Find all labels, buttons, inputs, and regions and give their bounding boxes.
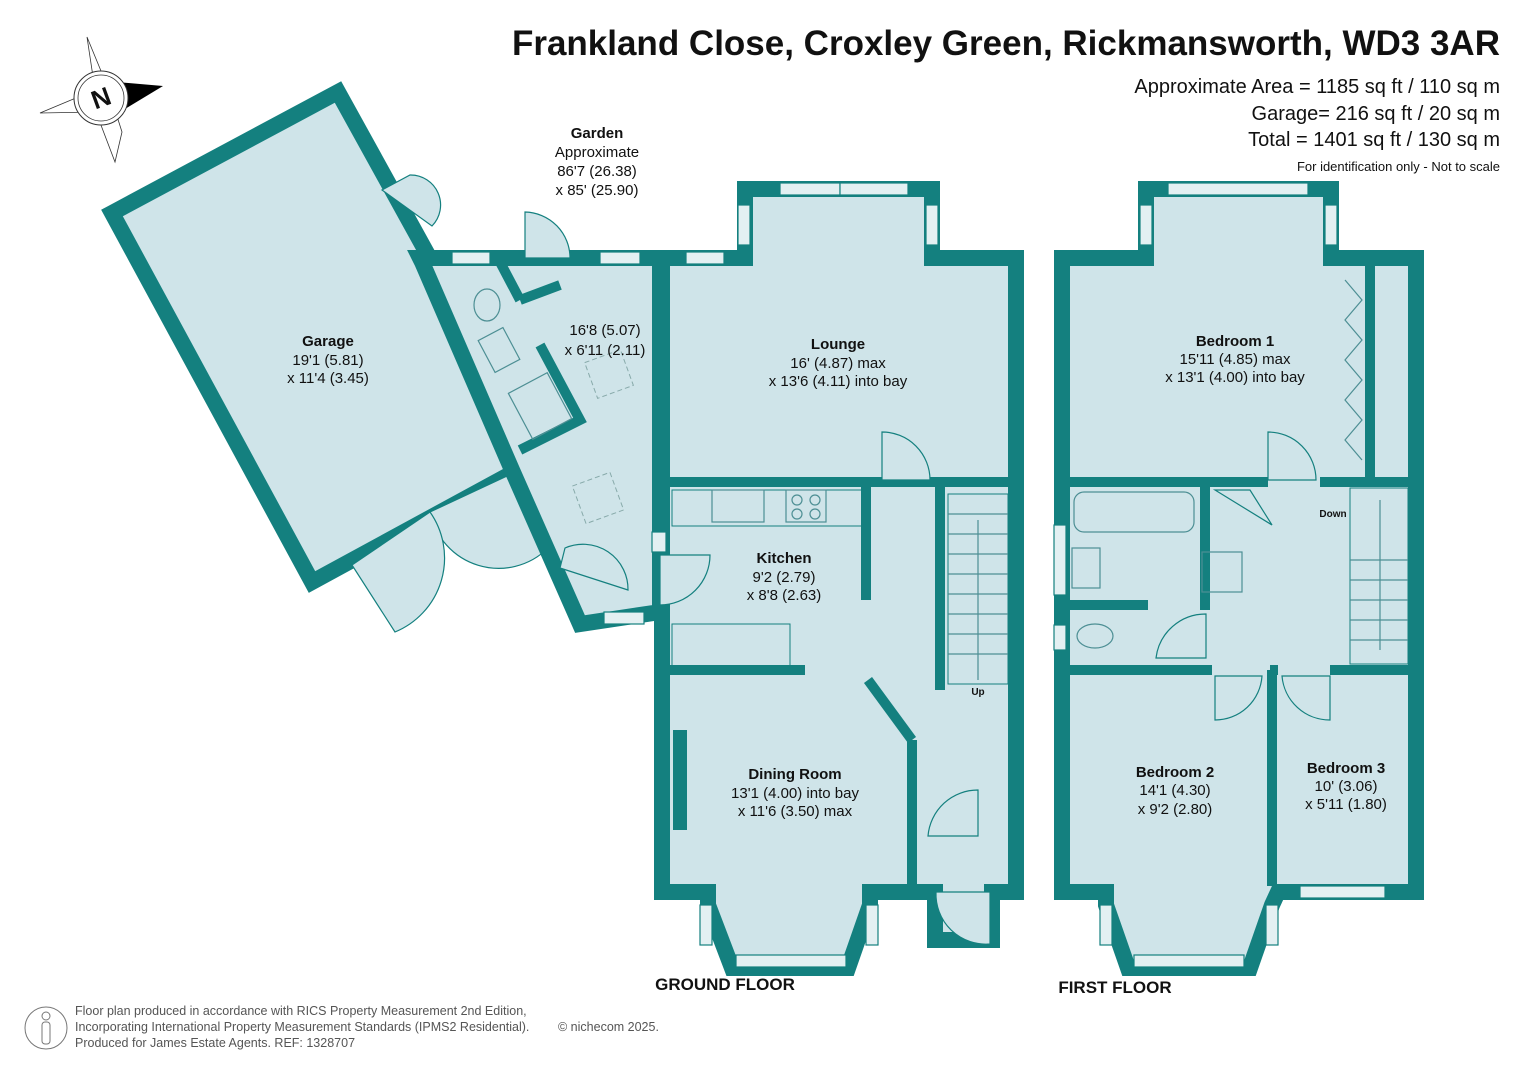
garage-dim2: x 11'4 (3.45) — [287, 370, 369, 387]
skylight-icon — [571, 471, 625, 525]
utility-dim1: 16'8 (5.07) — [569, 322, 640, 339]
bedroom1-dim2: x 13'1 (4.00) into bay — [1165, 369, 1305, 386]
footer-line-3: Produced for James Estate Agents. REF: 1… — [75, 1036, 355, 1050]
bedroom2-door — [1214, 675, 1263, 721]
garage-dim1: 19'1 (5.81) — [292, 352, 363, 369]
ground-floor-label: GROUND FLOOR — [655, 975, 795, 994]
ipms-person-icon — [24, 1006, 68, 1050]
bedroom2-dim1: 14'1 (4.30) — [1139, 782, 1210, 799]
kitchen-dim1: 9'2 (2.79) — [753, 569, 816, 586]
total-area: Total = 1401 sq ft / 130 sq m — [1248, 129, 1500, 151]
garage-label: Garage — [302, 333, 354, 350]
first-floor-label: FIRST FLOOR — [1058, 978, 1171, 997]
bedroom1-door — [1267, 431, 1317, 481]
footer-line-2: Incorporating International Property Mea… — [75, 1020, 529, 1034]
staircase-ground — [947, 493, 1009, 685]
garden-approx: Approximate — [555, 144, 639, 161]
lounge-label: Lounge — [811, 336, 865, 353]
stairs-down-label: Down — [1319, 509, 1346, 520]
bath-icon — [1073, 491, 1195, 533]
porch-door — [927, 789, 979, 837]
bedroom3-label: Bedroom 3 — [1307, 760, 1385, 777]
bedroom2-dim2: x 9'2 (2.80) — [1138, 801, 1213, 818]
hob-icon — [785, 489, 827, 523]
basin-icon — [1071, 547, 1101, 589]
compass-icon: N — [39, 36, 163, 164]
garden-dim1: 86'7 (26.38) — [557, 163, 637, 180]
ground-floor-plan — [101, 81, 1024, 976]
toilet-icon — [473, 288, 501, 322]
dining-dim1: 13'1 (4.00) into bay — [731, 785, 859, 802]
garden-dim2: x 85' (25.90) — [556, 182, 639, 199]
shower-icon — [507, 371, 573, 441]
footer-copyright: © nichecom 2025. — [558, 1020, 659, 1034]
lounge-dim2: x 13'6 (4.11) into bay — [769, 373, 908, 390]
staircase-first — [1349, 487, 1409, 665]
bedroom3-dim2: x 5'11 (1.80) — [1305, 796, 1387, 813]
main-house-first — [1054, 181, 1424, 976]
lounge-door — [881, 431, 931, 481]
approximate-area: Approximate Area = 1185 sq ft / 110 sq m — [1134, 76, 1500, 98]
stairs-up-label: Up — [971, 687, 984, 698]
garage-area: Garage= 216 sq ft / 20 sq m — [1252, 103, 1500, 125]
lounge-dim1: 16' (4.87) max — [790, 355, 886, 372]
kitchen-dim2: x 8'8 (2.63) — [747, 587, 822, 604]
scale-note: For identification only - Not to scale — [1297, 159, 1500, 174]
garage-rear-door — [380, 174, 442, 227]
bedroom1-label: Bedroom 1 — [1196, 333, 1274, 350]
utility-dim2: x 6'11 (2.11) — [565, 342, 646, 359]
footer-line-1: Floor plan produced in accordance with R… — [75, 1004, 527, 1018]
toilet-icon — [1076, 623, 1114, 649]
skylight-icon — [584, 349, 634, 399]
basin-icon — [477, 326, 521, 374]
bedroom3-door — [1281, 675, 1331, 721]
shower-icon — [1201, 551, 1243, 593]
utility-rear-door — [524, 211, 571, 259]
bedroom3-dim1: 10' (3.06) — [1315, 778, 1378, 795]
first-floor-plan — [1053, 181, 1424, 976]
dining-dim2: x 11'6 (3.50) max — [738, 803, 853, 820]
front-door — [935, 891, 991, 945]
kitchen-label: Kitchen — [756, 550, 811, 567]
utility-inner-door — [559, 543, 629, 591]
dining-room-label: Dining Room — [748, 766, 841, 783]
bedroom2-label: Bedroom 2 — [1136, 764, 1214, 781]
property-title: Frankland Close, Croxley Green, Rickmans… — [512, 24, 1500, 63]
wardrobe-doors — [1344, 279, 1363, 461]
bathroom-door — [1155, 613, 1207, 659]
garage-front-door — [351, 511, 446, 633]
sink-icon — [711, 489, 765, 523]
kitchen-door — [659, 554, 711, 606]
cupboard-door — [1212, 489, 1273, 526]
bedroom1-dim1: 15'11 (4.85) max — [1180, 351, 1291, 368]
garden-label: Garden — [571, 125, 624, 142]
main-house-ground — [654, 181, 1024, 976]
